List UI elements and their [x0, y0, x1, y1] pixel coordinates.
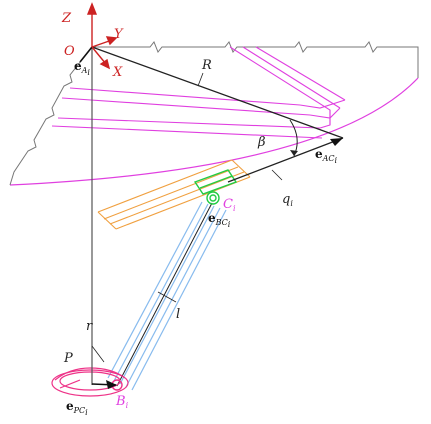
vector-eAC-label: eACi — [315, 147, 338, 165]
platform-p-label: P — [63, 351, 73, 366]
vector-eA-arrow — [79, 46, 93, 63]
length-r-label: r — [86, 319, 93, 334]
y-axis-label: Y — [114, 27, 124, 42]
joint-b-label: Bi — [115, 394, 129, 410]
leader-R — [197, 72, 204, 87]
beta-label: β — [257, 135, 266, 150]
length-q-label: qi — [282, 192, 293, 208]
beta-angle-arrowhead — [290, 150, 298, 156]
slider-rails-orange — [97, 159, 251, 230]
coordinate-axes — [86, 2, 118, 70]
top-boundary-line — [92, 41, 419, 78]
leg-axis-line — [116, 202, 213, 387]
vector-eBC-label: eBCi — [208, 211, 231, 229]
vector-ePC-arrow — [91, 383, 117, 386]
joint-c-green — [206, 191, 220, 205]
leg-link-blue — [107, 201, 227, 391]
leader-q — [271, 169, 283, 181]
slider-carriage-green — [193, 169, 238, 195]
vector-eAC-arrowhead — [330, 138, 343, 146]
joint-c-label: Ci — [223, 197, 236, 213]
leader-r — [91, 345, 105, 363]
slider-direction-line — [227, 137, 344, 183]
length-l-label: l — [176, 307, 180, 322]
vector-eA-label: eAi — [74, 59, 90, 77]
fixed-frame-magenta — [51, 46, 346, 139]
radius-line-R — [91, 46, 344, 139]
z-axis-label: Z — [61, 11, 72, 26]
origin-label: O — [64, 44, 75, 59]
base-circle-arc — [9, 77, 419, 186]
left-boundary-line — [9, 46, 93, 186]
leader-l — [157, 291, 177, 303]
x-axis-label: X — [112, 65, 123, 80]
moving-platform-pink — [51, 367, 129, 397]
radius-label: R — [201, 58, 212, 73]
vector-ePC-label: ePCi — [66, 399, 88, 417]
